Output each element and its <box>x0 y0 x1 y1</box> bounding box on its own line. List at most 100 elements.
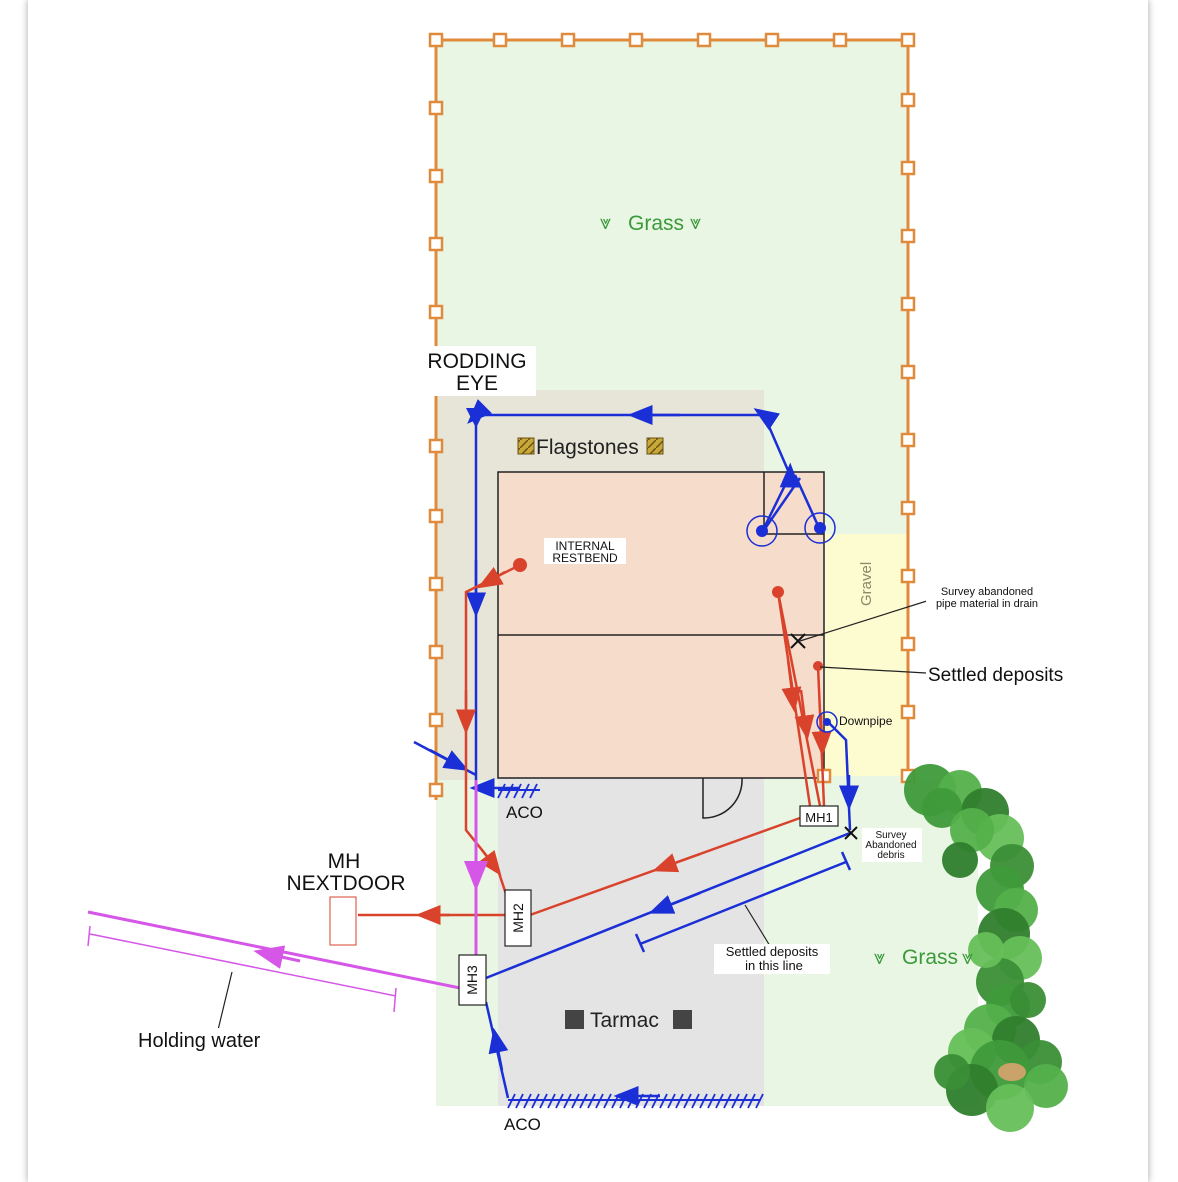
leader-survey-pipe <box>799 599 931 642</box>
fence-post <box>696 32 712 48</box>
blue-settled-line-marker <box>639 860 847 946</box>
downpipe-label: Downpipe <box>839 714 893 728</box>
aco-hatch-mark <box>555 1093 564 1109</box>
fence-post <box>428 304 444 320</box>
aco-hatch-mark <box>707 1093 716 1109</box>
settled-deposits-label: Settled deposits <box>928 665 1063 686</box>
fence-post <box>428 236 444 252</box>
internal-restbend-label-bg <box>544 538 626 564</box>
area-labels: ⩔ Grass ⩔ Flagstones Gravel Tarmac ⩔ Gra… <box>517 212 973 1032</box>
aco-hatch-mark <box>505 783 514 799</box>
cross-survey-debris <box>844 826 858 840</box>
aco-top-label: ACO <box>506 803 543 822</box>
fence-post <box>492 32 508 48</box>
gravel-area <box>824 534 908 776</box>
aco-hatch-mark <box>539 1093 548 1109</box>
flagstones-label: Flagstones <box>536 436 639 459</box>
aco-hatch-mark <box>691 1093 700 1109</box>
aco-hatch-mark <box>667 1093 676 1109</box>
survey-pipe-label-line2: pipe material in drain <box>936 598 1038 610</box>
aco-hatch-mark <box>547 1093 556 1109</box>
fence-post <box>900 92 916 108</box>
leader-settled-deposits <box>819 666 927 674</box>
blue-pipe-branch-2 <box>793 474 822 531</box>
aco-hatch-mark <box>523 1093 532 1109</box>
internal-restbend-label-line2: RESTBEND <box>552 551 618 565</box>
red-internal-arrow-3 <box>811 713 832 757</box>
aco-hatch-mark <box>529 783 538 799</box>
aco-bottom-label: ACO <box>504 1115 541 1134</box>
aco-hatch-mark <box>675 1093 684 1109</box>
purple-outfall <box>87 910 461 990</box>
aco-hatch-mark <box>627 1093 636 1109</box>
door-swing <box>702 777 743 819</box>
tree-foliage-blob <box>922 788 962 828</box>
aco-hatch-mark <box>651 1093 660 1109</box>
fence-post <box>900 160 916 176</box>
fence-post <box>832 32 848 48</box>
blue-marker-end-2 <box>840 851 852 871</box>
tree-foliage-blob <box>968 932 1004 968</box>
fence-post <box>428 644 444 660</box>
blue-main-arrow <box>648 891 701 914</box>
survey-debris-label-line1: Survey <box>875 830 906 841</box>
tree-foliage-blob <box>934 1054 970 1090</box>
gully-left-point <box>756 525 768 537</box>
fence-post <box>900 432 916 448</box>
grass-icon-bottom-left: ⩔ <box>874 947 885 969</box>
aco-hatch-mark <box>747 1093 756 1109</box>
fence-post <box>764 32 780 48</box>
aco-hatch-mark <box>497 783 506 799</box>
settled-deposits-label-bg <box>926 662 1084 686</box>
foul-water-drains <box>358 563 832 925</box>
aco-hatch-mark <box>579 1093 588 1109</box>
mh1-box <box>799 805 839 827</box>
tree-foliage-blob <box>950 808 994 852</box>
fence-post <box>428 438 444 454</box>
settled-line-label-bg <box>714 944 830 974</box>
fence-post <box>628 32 644 48</box>
fence-post <box>428 782 444 798</box>
downpipe-ring <box>816 711 838 733</box>
mh3-label: MH3 <box>464 965 480 995</box>
aco-hatch-mark <box>635 1093 644 1109</box>
grass-label-top: Grass <box>628 212 684 235</box>
rodding-eye-marker <box>466 408 486 428</box>
mh1-label: MH1 <box>805 810 832 825</box>
fence-post <box>428 168 444 184</box>
survey-marks <box>790 633 858 840</box>
survey-pipe-label-line1: Survey abandoned <box>941 586 1033 598</box>
gully-right-ring <box>804 512 836 544</box>
flagstone-icon-left <box>517 437 535 455</box>
aco-hatch-mark <box>643 1093 652 1109</box>
red-mh1-arrow <box>652 852 701 873</box>
fence-post <box>900 296 916 312</box>
gullies <box>746 512 838 733</box>
mh2-label: MH2 <box>510 903 526 933</box>
rodding-eye-label-bg <box>418 346 536 396</box>
building-footprint <box>497 471 825 779</box>
aco-hatch-mark <box>611 1093 620 1109</box>
aco-hatch-mark <box>755 1093 764 1109</box>
mh-nextdoor-box <box>329 896 357 946</box>
mh3-box <box>458 954 487 1006</box>
blue-pipe-branch-1 <box>762 477 802 531</box>
blue-pipe-inlet-arrow <box>429 748 470 771</box>
aco-hatch-mark <box>521 783 530 799</box>
aco-bottom-hatch <box>507 1093 764 1109</box>
tarmac-label: Tarmac <box>590 1009 659 1032</box>
fence-post <box>900 636 916 652</box>
holding-water-label-bg <box>136 1028 288 1052</box>
aco-hatch-mark <box>723 1093 732 1109</box>
gravel-label: Gravel <box>858 562 875 606</box>
rodding-eye-label-line1: RODDING <box>427 350 526 373</box>
fence-post <box>428 32 444 48</box>
red-internal-arrow-1 <box>781 659 802 713</box>
aco-top-hatch <box>497 783 538 799</box>
mh-nextdoor-label-line1: MH <box>328 850 361 873</box>
manholes <box>329 805 839 1006</box>
foul-water-points <box>513 558 823 671</box>
purple-holding-end-1 <box>87 925 91 947</box>
fence-post <box>428 576 444 592</box>
